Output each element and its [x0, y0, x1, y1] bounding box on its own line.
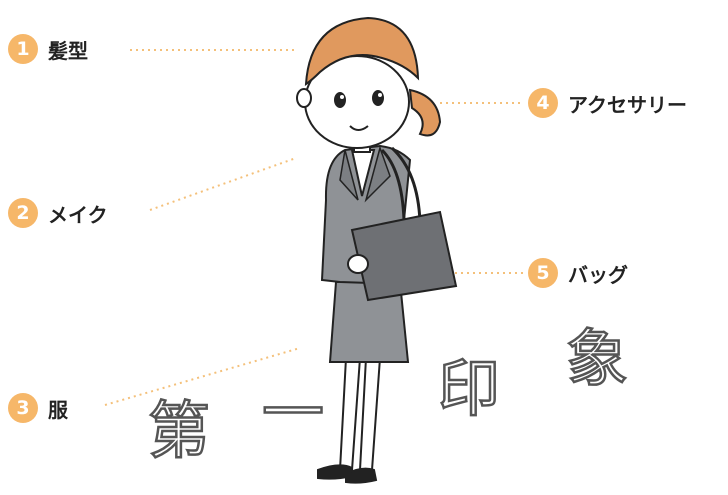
callout-accessory: 4 アクセサリー: [528, 88, 687, 118]
headline-char: 一: [262, 376, 324, 449]
leader-line-clothes: [104, 347, 301, 406]
lapel-right: [364, 145, 391, 203]
ear: [296, 88, 312, 108]
callout-hair: 1 髪型: [8, 34, 88, 64]
badge-number: 2: [8, 198, 38, 228]
badge-number: 5: [528, 258, 558, 288]
legs: [317, 357, 382, 484]
callout-clothes: 3 服: [8, 393, 68, 423]
badge-number: 4: [528, 88, 558, 118]
badge-number: 3: [8, 393, 38, 423]
hand: [347, 254, 369, 274]
leader-lines: [104, 49, 524, 406]
callout-label: アクセサリー: [568, 92, 687, 117]
callout-label: 服: [48, 397, 68, 422]
ponytail: [408, 88, 442, 137]
headline-char: 第: [148, 394, 210, 467]
callout-label: メイク: [48, 202, 108, 227]
badge-number: 1: [8, 34, 38, 64]
headline-char: 印: [438, 352, 500, 425]
handbag: [350, 210, 458, 302]
lapel-left: [339, 149, 359, 201]
callout-label: 髪型: [48, 38, 88, 63]
callout-makeup: 2 メイク: [8, 198, 108, 228]
mouth: [349, 125, 369, 131]
hair: [304, 16, 420, 86]
callout-label: バッグ: [568, 262, 628, 287]
bag-strap: [380, 146, 422, 223]
leader-line-makeup: [149, 157, 297, 211]
headline-char: 象: [566, 322, 628, 395]
callout-bag: 5 バッグ: [528, 258, 628, 288]
